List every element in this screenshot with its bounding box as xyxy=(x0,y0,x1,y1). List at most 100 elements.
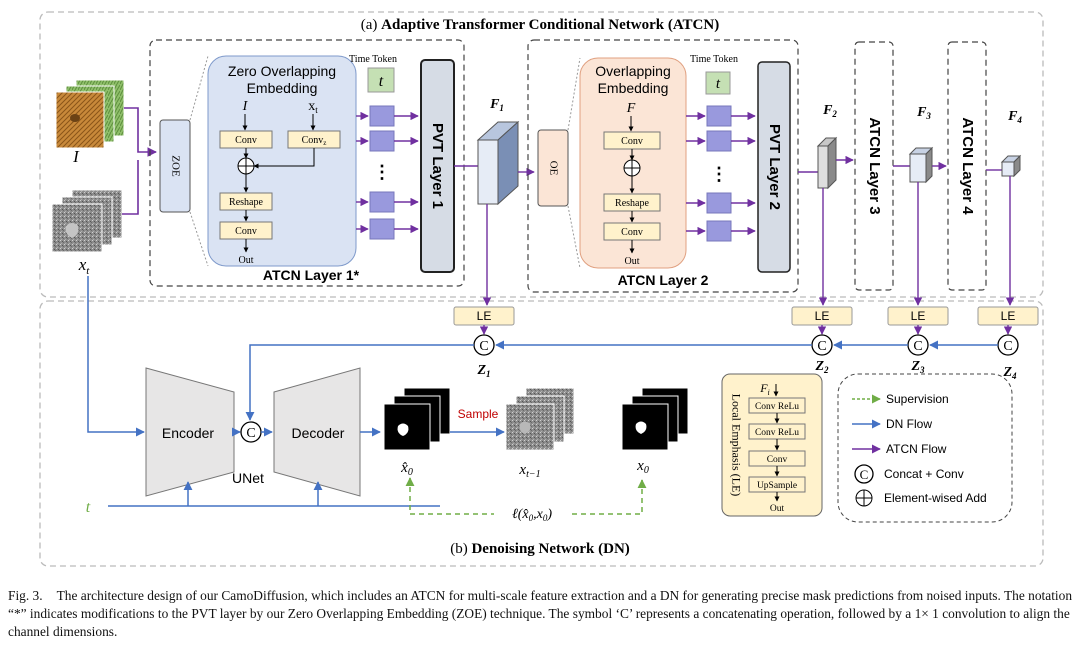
f4-feature-cuboid xyxy=(1000,154,1022,178)
time-token-t-2: t xyxy=(716,76,721,92)
noised-mask-label: xt xyxy=(78,255,91,277)
token-dots-1: ⋮ xyxy=(373,162,391,182)
time-token-label-2: Time Token xyxy=(690,54,738,65)
time-token-box-1 xyxy=(367,67,395,93)
encoder-block xyxy=(145,367,235,497)
zoe-convz-label: Convz xyxy=(302,135,327,147)
input-image-stack xyxy=(55,79,125,149)
encoder-label: Encoder xyxy=(162,425,214,441)
time-token-label-1: Time Token xyxy=(349,54,397,65)
next-noised-mask-stack xyxy=(505,387,575,451)
zoe-expanded-block xyxy=(207,55,357,267)
z2-label: Z2 xyxy=(814,359,829,375)
oe-conv2-label: Conv xyxy=(621,227,643,238)
zoe-label: ZOE xyxy=(169,155,181,177)
pvt-layer2-label: PVT Layer 2 xyxy=(766,124,783,210)
concat-symbol-z2: C xyxy=(817,339,826,354)
predicted-mask-stack xyxy=(383,387,451,451)
x0-label: x0 xyxy=(636,458,649,476)
legend-add-icon xyxy=(855,489,873,507)
z4-label: Z4 xyxy=(1002,365,1017,381)
dn-panel xyxy=(39,300,1044,567)
f4-label: F4 xyxy=(1007,109,1022,125)
token-column-2 xyxy=(706,105,732,242)
legend-box xyxy=(837,373,1013,523)
f1-label: F1 xyxy=(489,97,504,113)
time-token-t-1: t xyxy=(379,73,384,90)
ground-truth-mask-stack xyxy=(621,387,689,451)
oe-label: OE xyxy=(547,161,559,176)
oe-out-label: Out xyxy=(625,256,640,267)
atcn-layer1-box xyxy=(149,39,465,287)
pvt-layer1-label: PVT Layer 1 xyxy=(429,123,446,209)
legend-add: Element-wised Add xyxy=(884,491,987,505)
le-label-3: LE xyxy=(911,309,926,323)
legend-concat: Concat + Conv xyxy=(884,467,964,481)
z1-label: Z1 xyxy=(476,363,490,379)
dn-title: (b) Denoising Network (DN) xyxy=(450,541,630,557)
le-out: Out xyxy=(770,504,785,514)
oe-block xyxy=(537,129,569,207)
figure-caption: Fig. 3.The architecture design of our Ca… xyxy=(8,587,1074,641)
legend-concat-symbol: C xyxy=(860,467,869,482)
time-token-box-2 xyxy=(705,71,731,95)
atcn-layer2-box xyxy=(527,39,799,293)
oe-conv-label: Conv xyxy=(621,136,643,147)
architecture-diagram: (a) Adaptive Transformer Conditional Net… xyxy=(39,11,1044,567)
decoder-label: Decoder xyxy=(292,425,345,441)
oe-reshape-label: Reshape xyxy=(615,198,649,209)
f2-label: F2 xyxy=(822,103,837,119)
atcn-title: (a) Adaptive Transformer Conditional Net… xyxy=(361,17,719,33)
zoe-conv-label: Conv xyxy=(235,135,257,146)
x0-hat-label: x̂0 xyxy=(400,460,413,478)
atcn-panel xyxy=(39,11,1044,298)
z3-label: Z3 xyxy=(910,359,925,375)
le-step2: Conv ReLu xyxy=(755,428,799,438)
f3-label: F3 xyxy=(916,105,931,121)
caption-text: The architecture design of our CamoDiffu… xyxy=(8,588,1073,639)
input-image-label: I xyxy=(72,147,80,166)
zoe-input-I: I xyxy=(242,99,249,114)
le-label-4: LE xyxy=(1001,309,1016,323)
f1-feature-cuboid xyxy=(476,120,520,206)
le-detail-title: Local Emphasis (LE) xyxy=(729,394,743,497)
unet-concat-symbol: C xyxy=(246,426,255,441)
concat-symbol-z1: C xyxy=(479,339,488,354)
zoe-conv2-label: Conv xyxy=(235,226,257,237)
le-label-1: LE xyxy=(477,309,492,323)
le-step3: Conv xyxy=(767,455,788,465)
atcn-layer3-box xyxy=(854,41,894,291)
oe-input-F: F xyxy=(626,101,636,116)
concat-symbol-z3: C xyxy=(913,339,922,354)
noised-mask-stack xyxy=(51,189,123,253)
concat-symbol-z4: C xyxy=(1003,339,1012,354)
atcn-layer4-label: ATCN Layer 4 xyxy=(959,117,976,215)
le-step4: UpSample xyxy=(757,481,797,491)
decoder-block xyxy=(273,367,361,497)
unet-label: UNet xyxy=(232,470,264,486)
xt-1-label: xt−1 xyxy=(518,462,540,480)
zoe-input-xt: xt xyxy=(308,99,318,115)
token-column-1 xyxy=(369,105,395,240)
le-step1: Conv ReLu xyxy=(755,402,799,412)
atcn-layer4-box xyxy=(947,41,987,291)
oe-add-op xyxy=(623,159,641,177)
zoe-block xyxy=(159,119,191,213)
zoe-out-label: Out xyxy=(239,255,254,266)
pvt-layer2-block xyxy=(757,61,791,273)
atcn-layer3-label: ATCN Layer 3 xyxy=(866,117,883,214)
atcn-layer1-label: ATCN Layer 1* xyxy=(263,267,360,283)
legend-concat-icon xyxy=(854,464,874,484)
legend-dn-flow: DN Flow xyxy=(886,417,932,431)
sample-label: Sample xyxy=(458,407,499,421)
legend-atcn-flow: ATCN Flow xyxy=(886,442,947,456)
token-dots-2: ⋮ xyxy=(710,164,728,184)
f2-feature-cuboid xyxy=(816,136,838,190)
f3-feature-cuboid xyxy=(908,146,934,184)
legend-supervision: Supervision xyxy=(886,392,949,406)
le-label-2: LE xyxy=(815,309,830,323)
zoe-add-op xyxy=(237,157,255,175)
loss-label: ℓ(x̂0,x0) xyxy=(512,507,552,523)
